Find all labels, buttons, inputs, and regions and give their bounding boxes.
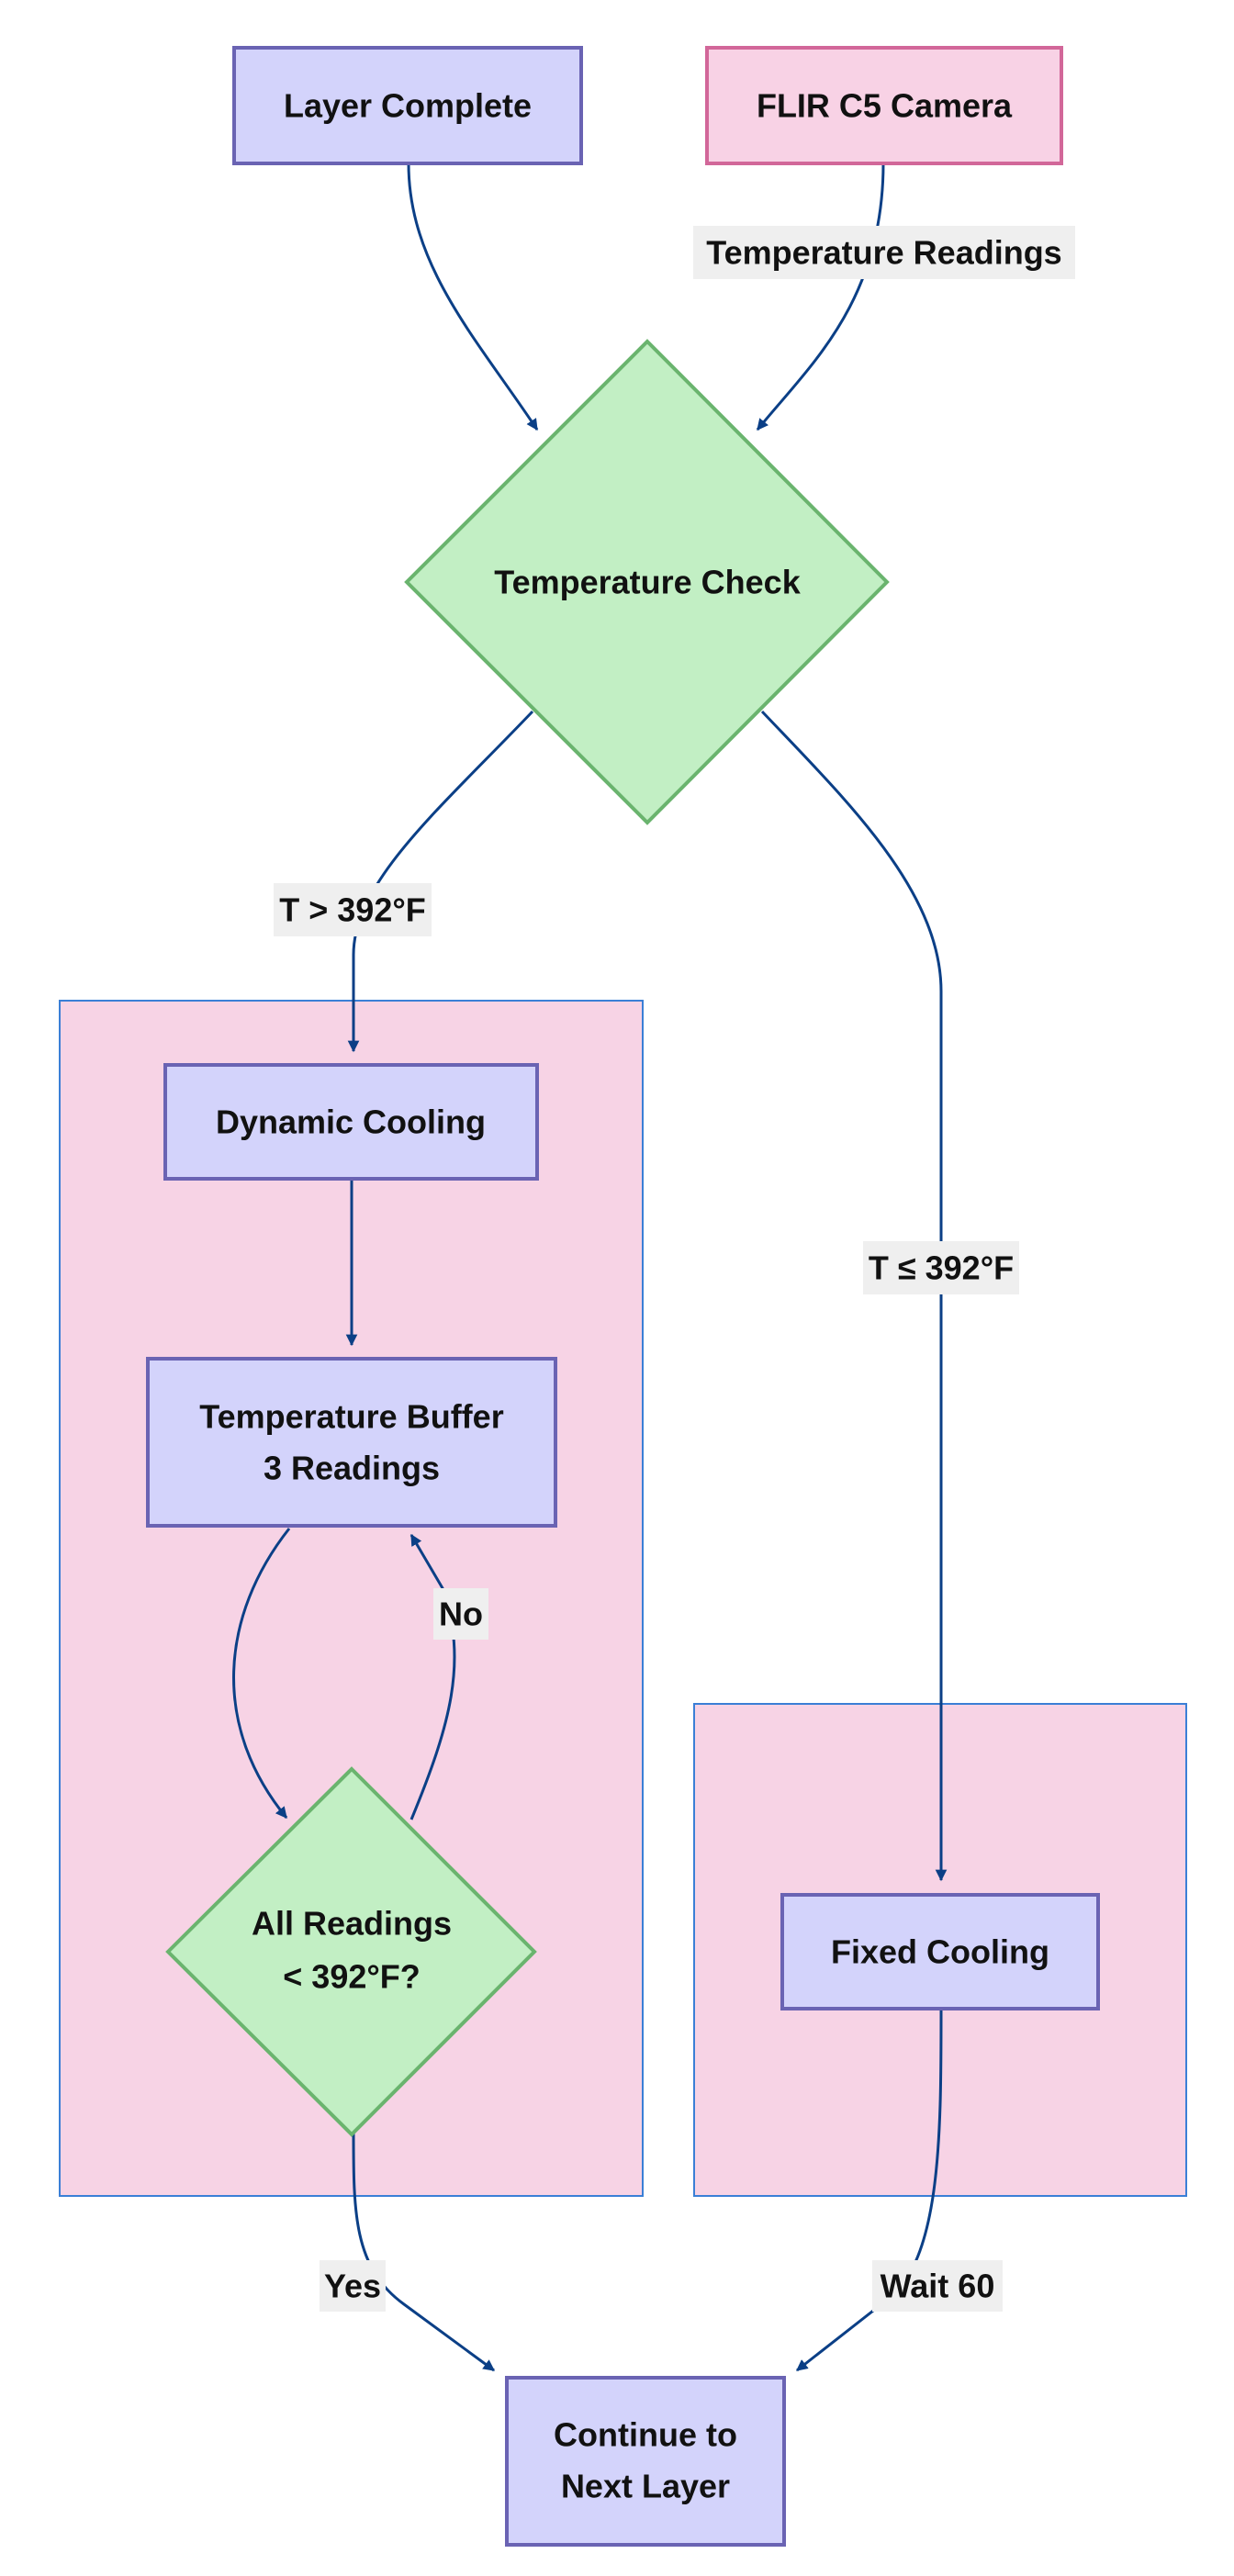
temperature-check-decision[interactable]: Temperature Check (404, 339, 890, 825)
dynamic-cooling-node[interactable]: Dynamic Cooling (163, 1063, 539, 1181)
edge-label-t-greater: T > 392°F (279, 891, 425, 929)
label-bg-t-greater (274, 883, 432, 936)
edge-label-temperature-readings: Temperature Readings (706, 234, 1061, 272)
edge-readings-to-continue (352, 2131, 496, 2372)
label-bg-yes (320, 2260, 386, 2312)
label-bg-wait (872, 2260, 1003, 2312)
fixed-cooling-label: Fixed Cooling (831, 1933, 1049, 1971)
temperature-check-label: Temperature Check (494, 564, 801, 601)
all-readings-label-line1: All Readings (252, 1905, 452, 1943)
all-readings-label-line2: < 392°F? (283, 1958, 420, 1996)
layer-complete-node[interactable]: Layer Complete (232, 46, 583, 165)
flir-camera-node[interactable]: FLIR C5 Camera (705, 46, 1063, 165)
flir-camera-label: FLIR C5 Camera (757, 87, 1013, 125)
dynamic-cooling-label: Dynamic Cooling (216, 1103, 486, 1141)
label-bg-temperature-readings (693, 226, 1075, 279)
edge-buffer-to-readings (232, 1528, 291, 1819)
fixed-cooling-node[interactable]: Fixed Cooling (780, 1893, 1100, 2010)
edge-check-to-fixed (760, 710, 948, 1882)
temperature-buffer-label-line1: Temperature Buffer (199, 1398, 503, 1436)
edge-layer-complete-to-check (407, 162, 539, 431)
all-readings-decision[interactable]: All Readings < 392°F? (165, 1766, 537, 2137)
edge-label-t-less-equal: T ≤ 392°F (869, 1249, 1014, 1287)
continue-next-layer-node[interactable]: Continue to Next Layer (505, 2376, 786, 2547)
temperature-buffer-node[interactable]: Temperature Buffer 3 Readings (146, 1357, 557, 1528)
edge-camera-to-check (756, 162, 885, 431)
label-bg-t-less-equal (863, 1241, 1019, 1294)
layer-complete-label: Layer Complete (284, 87, 532, 125)
edge-label-yes: Yes (324, 2268, 381, 2305)
continue-next-layer-label-line1: Continue to (554, 2416, 737, 2454)
temperature-buffer-label-line2: 3 Readings (264, 1450, 440, 1487)
edge-label-wait: Wait 60 (881, 2268, 995, 2305)
label-bg-no (433, 1588, 488, 1640)
continue-next-layer-label-line2: Next Layer (561, 2468, 730, 2505)
edge-label-no: No (439, 1596, 483, 1633)
